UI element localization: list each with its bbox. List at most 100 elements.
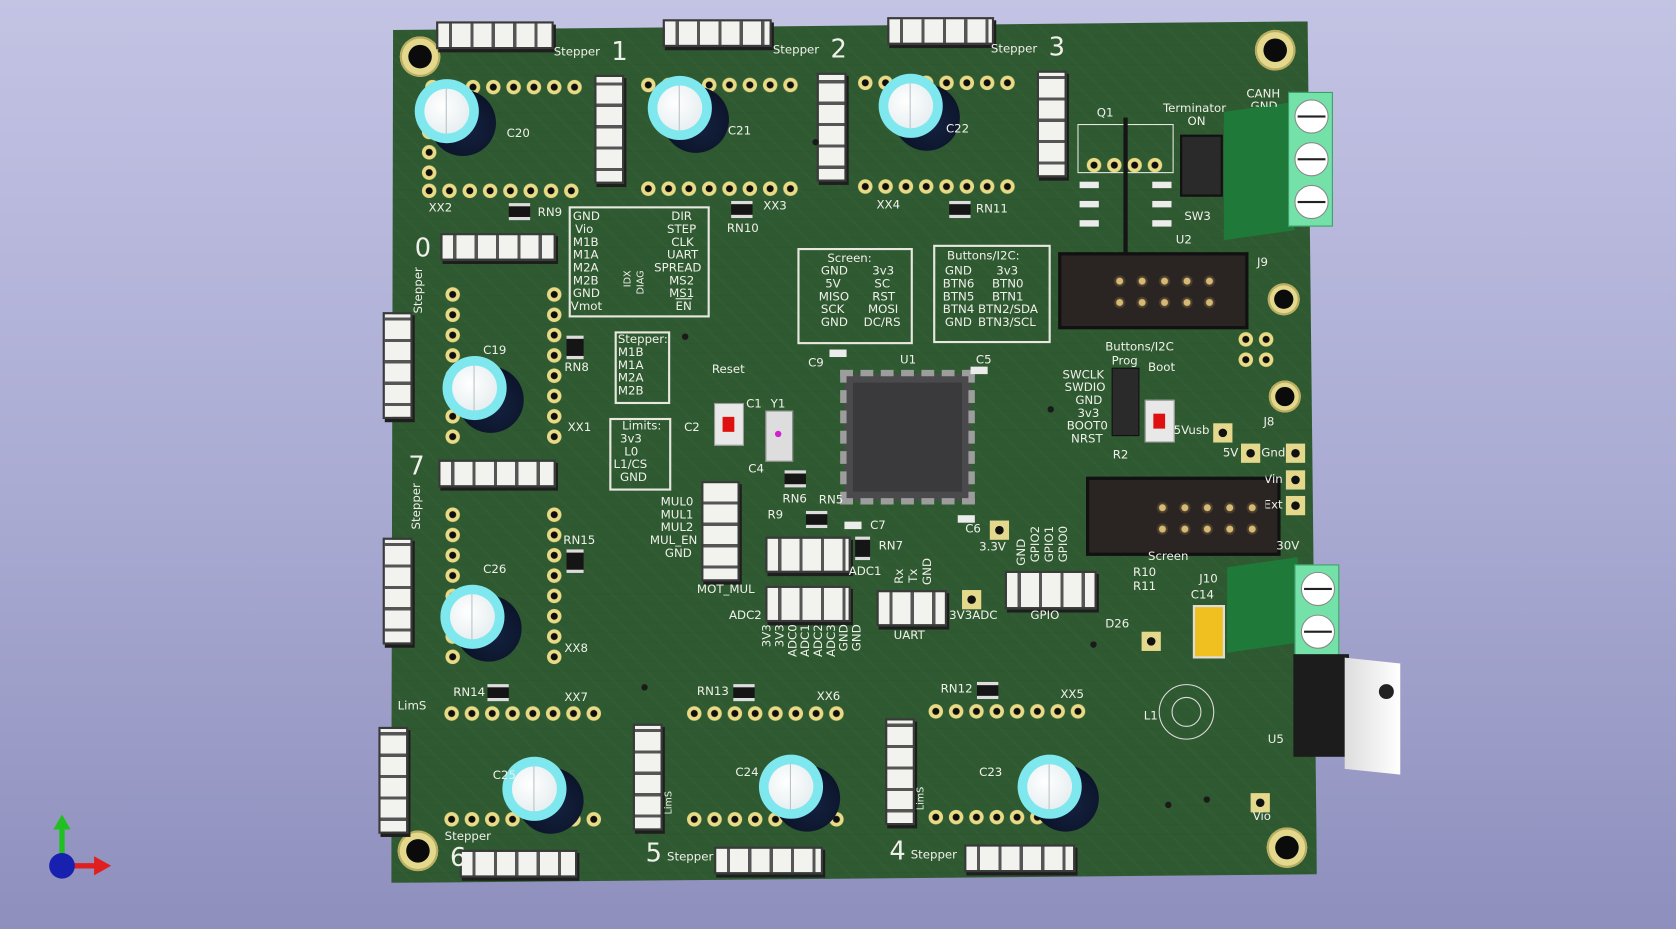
can-terminal-block[interactable] — [1288, 91, 1333, 227]
reset-button[interactable] — [714, 402, 744, 446]
box-title: Buttons/I2C: — [947, 249, 1020, 263]
adc1-label: ADC1 — [848, 564, 882, 579]
stepper-4-connector — [964, 844, 1076, 873]
stepper-6-number: 6 — [450, 842, 467, 873]
pin-label: BTN4 — [942, 302, 975, 317]
u2-pin — [1152, 220, 1172, 227]
pin-header — [855, 176, 1018, 197]
pin-label: GND — [572, 209, 600, 224]
gpio-connector — [1004, 570, 1097, 610]
5vusb-label: 5Vusb — [1173, 423, 1210, 438]
y-axis-arrow-head — [53, 814, 71, 830]
idc-header-j9[interactable] — [1058, 252, 1249, 330]
ref-j8: J8 — [1263, 414, 1275, 429]
pin-label: MS2 — [669, 273, 695, 288]
pin-label: 3v3 — [996, 264, 1019, 278]
ref-c7: C7 — [870, 518, 886, 533]
ref-c26: C26 — [483, 562, 507, 577]
ref-xx7: XX7 — [564, 690, 588, 705]
ref-c19: C19 — [483, 343, 507, 358]
ref-c24: C24 — [735, 765, 759, 780]
ref-u1: U1 — [900, 352, 917, 367]
pin-label: M1A — [617, 358, 644, 372]
ref-xx3: XX3 — [763, 198, 787, 213]
ref-j9: J9 — [1257, 255, 1268, 270]
gpio-pin-label: GND — [1014, 538, 1029, 566]
pin-label: GND — [820, 264, 848, 278]
pin-label: UART — [666, 247, 699, 262]
pin-label: Vmot — [570, 299, 603, 314]
adc1-connector — [765, 536, 851, 573]
resistor-network — [487, 684, 509, 702]
pin-header — [925, 701, 1089, 722]
adc2-connector — [765, 585, 851, 623]
resistor-network — [949, 200, 971, 219]
uart-pin-label: Rx — [892, 568, 907, 584]
pin-label: M2B — [617, 383, 644, 398]
driver-pinout-box — [568, 206, 710, 318]
buttons-i2c-label: Buttons/I2C — [1105, 339, 1174, 354]
pin-header — [544, 504, 565, 667]
resistor-network — [566, 335, 584, 360]
pin-label: 3v3 — [619, 431, 642, 446]
30v-label: 30V — [1276, 538, 1300, 553]
stepper-4-number: 4 — [889, 835, 906, 866]
ref-c6: C6 — [965, 521, 981, 536]
prog-header — [1111, 367, 1140, 437]
stepper-0-label: Stepper — [411, 267, 426, 314]
capacitor-c9 — [829, 349, 847, 358]
ref-xx5: XX5 — [1060, 687, 1084, 702]
stepper-5-label: Stepper — [666, 849, 714, 864]
prog-pin-label: SWCLK — [1062, 367, 1105, 382]
pin-label: RST — [872, 289, 896, 304]
ref-rn10: RN10 — [726, 221, 759, 236]
pin-label: BTN0 — [991, 276, 1024, 291]
mul-pin-label: GND — [664, 546, 692, 561]
stepper-2-number: 2 — [830, 34, 847, 65]
gpio-pin-label: GPIO2 — [1028, 525, 1043, 563]
terminator-switch[interactable] — [1180, 134, 1223, 197]
idc-header-screen[interactable] — [1086, 476, 1281, 556]
ref-rn12: RN12 — [940, 681, 973, 696]
stepper-7-label: Stepper — [409, 483, 424, 530]
stepper-0-connector — [440, 233, 556, 261]
ref-rn15: RN15 — [563, 533, 596, 548]
ref-rn6: RN6 — [782, 491, 807, 506]
pin-label: DC/RS — [863, 315, 901, 330]
u2-pin — [1152, 181, 1172, 189]
pin-label: BTN5 — [942, 289, 975, 304]
capacitor-c26 — [440, 584, 522, 666]
prog-label: Prog — [1111, 353, 1138, 368]
reset-label: Reset — [711, 362, 745, 377]
ref-rn7: RN7 — [878, 538, 904, 553]
connector — [382, 537, 413, 645]
ref-xx8: XX8 — [564, 641, 588, 656]
ref-r11: R11 — [1133, 579, 1157, 594]
limit-switch-connector — [632, 723, 663, 831]
regulator-u5-body — [1293, 654, 1349, 757]
power-terminal-block[interactable] — [1294, 564, 1340, 657]
pin-label: GND — [944, 264, 972, 278]
limits-pinout-box — [609, 417, 672, 491]
5v-pad — [1240, 443, 1261, 463]
via — [641, 684, 648, 691]
3v3adc-label: 3V3ADC — [949, 608, 998, 623]
ref-rn9: RN9 — [537, 205, 563, 220]
ext-pad — [1285, 495, 1306, 516]
resistor-network — [855, 536, 871, 561]
can-terminal-body — [1223, 101, 1295, 241]
ref-sw3: SW3 — [1184, 209, 1211, 224]
pin-label: MISO — [818, 289, 850, 304]
pin-label: MOSI — [867, 302, 899, 317]
resistor-network — [731, 200, 753, 219]
lims-label: LimS — [397, 699, 427, 713]
boot-button[interactable] — [1144, 399, 1175, 443]
ref-q1: Q1 — [1096, 105, 1114, 120]
mot-mul-connector — [701, 481, 740, 582]
ref-rn8: RN8 — [564, 360, 589, 375]
lims-label: LimS — [916, 786, 927, 811]
u2-pin — [1079, 220, 1099, 227]
ref-c20: C20 — [506, 126, 530, 141]
limit-switch-connector — [885, 718, 915, 826]
axis-orientation-gizmo — [49, 814, 112, 879]
